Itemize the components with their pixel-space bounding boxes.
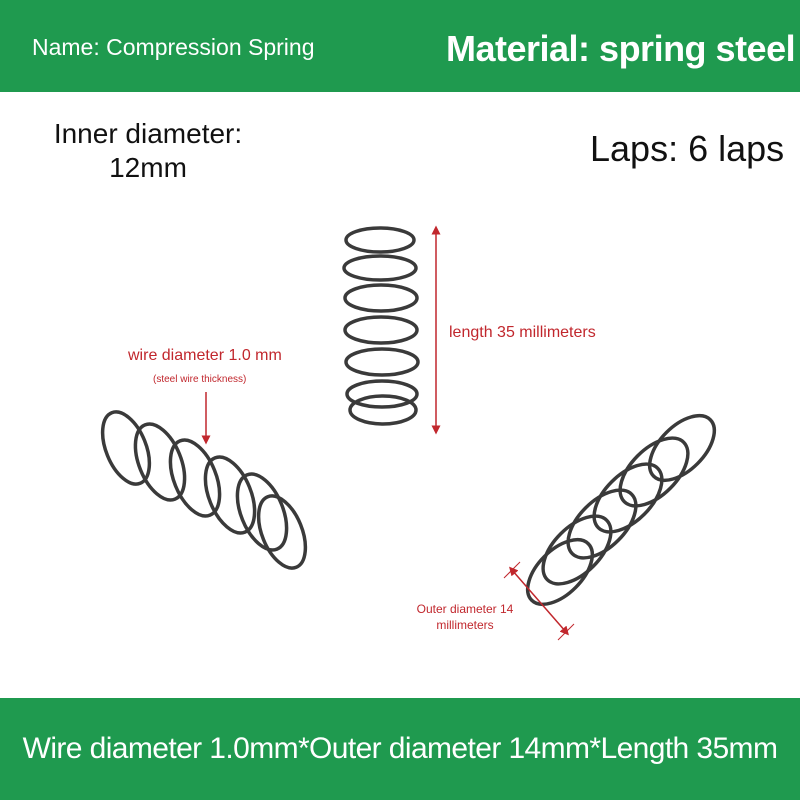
product-name: Name: Compression Spring: [32, 34, 315, 60]
outer-diameter-annotation: Outer diameter 14 millimeters: [416, 602, 514, 632]
bottom-banner: [0, 698, 800, 800]
inner-diameter-spec: Inner diameter: 12mm: [30, 117, 266, 185]
wire-diameter-annotation: wire diameter 1.0 mm: [128, 347, 282, 364]
right-spring: [525, 413, 717, 607]
left-spring: [100, 410, 308, 570]
length-annotation: length 35 millimeters: [449, 324, 596, 341]
top-banner: Name: Compression Spring Material: sprin…: [0, 0, 800, 92]
outer-diameter-dimension: [503, 561, 575, 641]
vertical-spring: [342, 226, 420, 426]
spec-summary: Wire diameter 1.0mm*Outer diameter 14mm*…: [22, 732, 778, 765]
inner-diameter-value: 12mm: [109, 152, 187, 183]
inner-diameter-label: Inner diameter:: [53, 118, 243, 149]
material-label: Material: spring steel: [446, 28, 796, 69]
laps-spec: Laps: 6 laps: [590, 128, 785, 169]
wire-thickness-note: (steel wire thickness): [153, 374, 247, 385]
